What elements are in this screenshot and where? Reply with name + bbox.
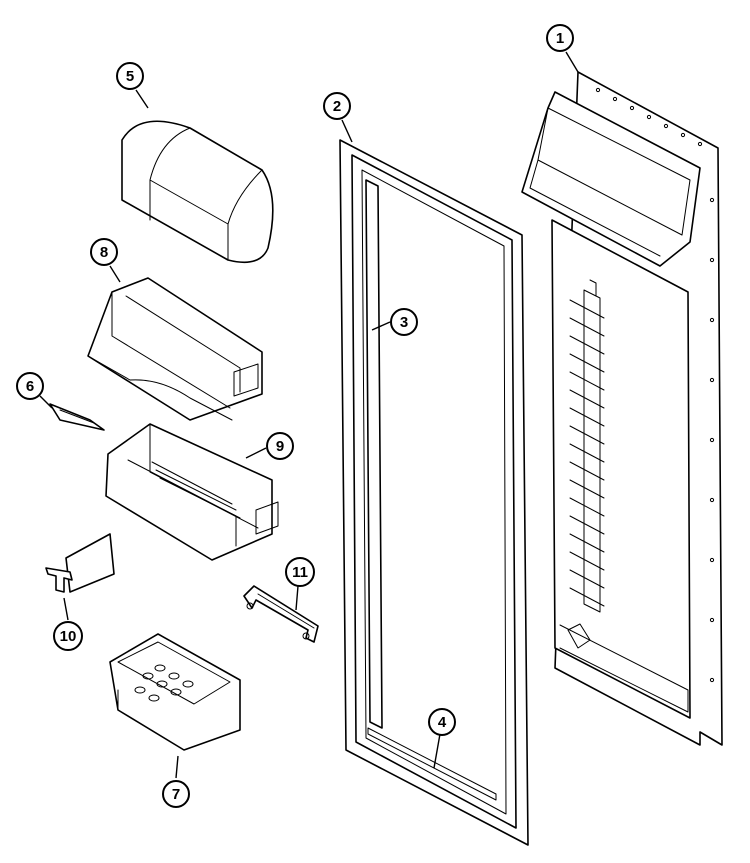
tray-tab-part: [45, 533, 115, 593]
callout-5: 5: [116, 62, 144, 90]
callout-8: 8: [90, 238, 118, 266]
leader-2: [341, 119, 353, 143]
leader-1: [565, 51, 579, 73]
callout-label-2: 2: [333, 98, 341, 115]
gasket-strip-part: [365, 179, 383, 729]
callout-label-3: 3: [400, 314, 408, 331]
callout-label-11: 11: [292, 564, 308, 581]
callout-6: 6: [16, 372, 44, 400]
callout-1: 1: [546, 24, 574, 52]
leader-11: [295, 585, 299, 611]
dairy-door-part: [121, 120, 274, 264]
callout-9: 9: [266, 432, 294, 460]
callout-4: 4: [428, 708, 456, 736]
leader-3: [371, 321, 391, 331]
callout-2: 2: [323, 92, 351, 120]
callout-3: 3: [390, 308, 418, 336]
callout-label-4: 4: [438, 714, 447, 731]
leader-5: [135, 89, 149, 109]
callout-7: 7: [162, 780, 190, 808]
callout-label-8: 8: [100, 244, 108, 261]
leader-9: [245, 447, 267, 459]
leader-6: [39, 395, 53, 409]
callout-label-1: 1: [556, 30, 564, 47]
door-bin-part: [105, 423, 279, 561]
handle-bracket-part: [243, 585, 319, 643]
leader-4: [433, 733, 441, 769]
callout-label-6: 6: [26, 378, 34, 395]
dairy-compartment-part: [87, 277, 263, 421]
callout-label-9: 9: [276, 438, 284, 455]
leader-7: [175, 755, 179, 779]
callout-11: 11: [285, 557, 315, 587]
door-liner-part: [521, 71, 723, 746]
leader-10: [63, 597, 69, 621]
callout-label-7: 7: [172, 786, 180, 803]
callout-label-5: 5: [126, 68, 134, 85]
callout-10: 10: [53, 621, 83, 651]
callout-label-10: 10: [60, 628, 77, 645]
leader-8: [109, 265, 121, 283]
clip-part: [49, 403, 105, 431]
egg-bin-part: [109, 633, 241, 751]
leader-lines: [39, 51, 579, 779]
